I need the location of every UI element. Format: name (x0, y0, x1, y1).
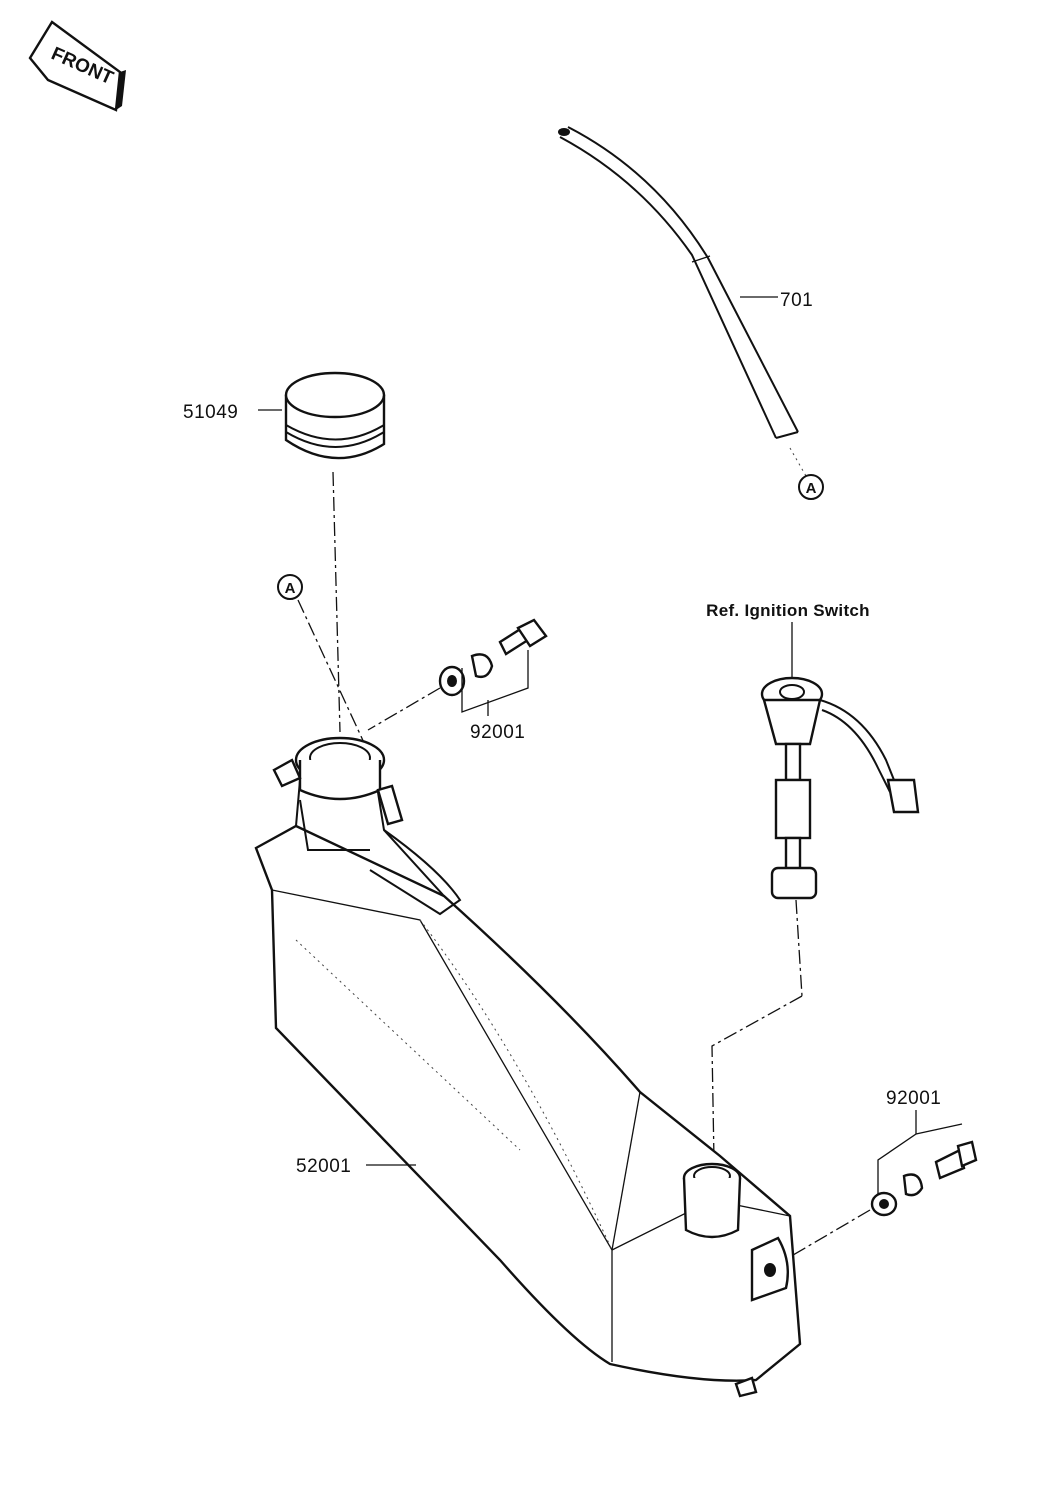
marker-a-tank-label: A (285, 580, 296, 597)
oil-tank (254, 736, 802, 1398)
part-number-51049: 51049 (183, 402, 238, 423)
part-number-52001: 52001 (296, 1156, 351, 1177)
front-direction-badge: FRONT (28, 20, 126, 112)
filler-cap (258, 371, 386, 460)
lower-bolt-set (787, 1110, 978, 1259)
part-number-701: 701 (780, 290, 813, 311)
breather-hose (558, 126, 807, 477)
upper-bolt-set (367, 618, 548, 731)
marker-a-hose-label: A (806, 480, 817, 497)
ignition-switch-assembly (711, 622, 920, 1161)
marker-a-hose: A (798, 474, 824, 500)
part-number-92001-lower: 92001 (886, 1088, 941, 1109)
part-number-92001-upper: 92001 (470, 722, 525, 743)
marker-a-tank: A (277, 574, 373, 761)
ignition-switch-reference: Ref. Ignition Switch (706, 601, 870, 620)
